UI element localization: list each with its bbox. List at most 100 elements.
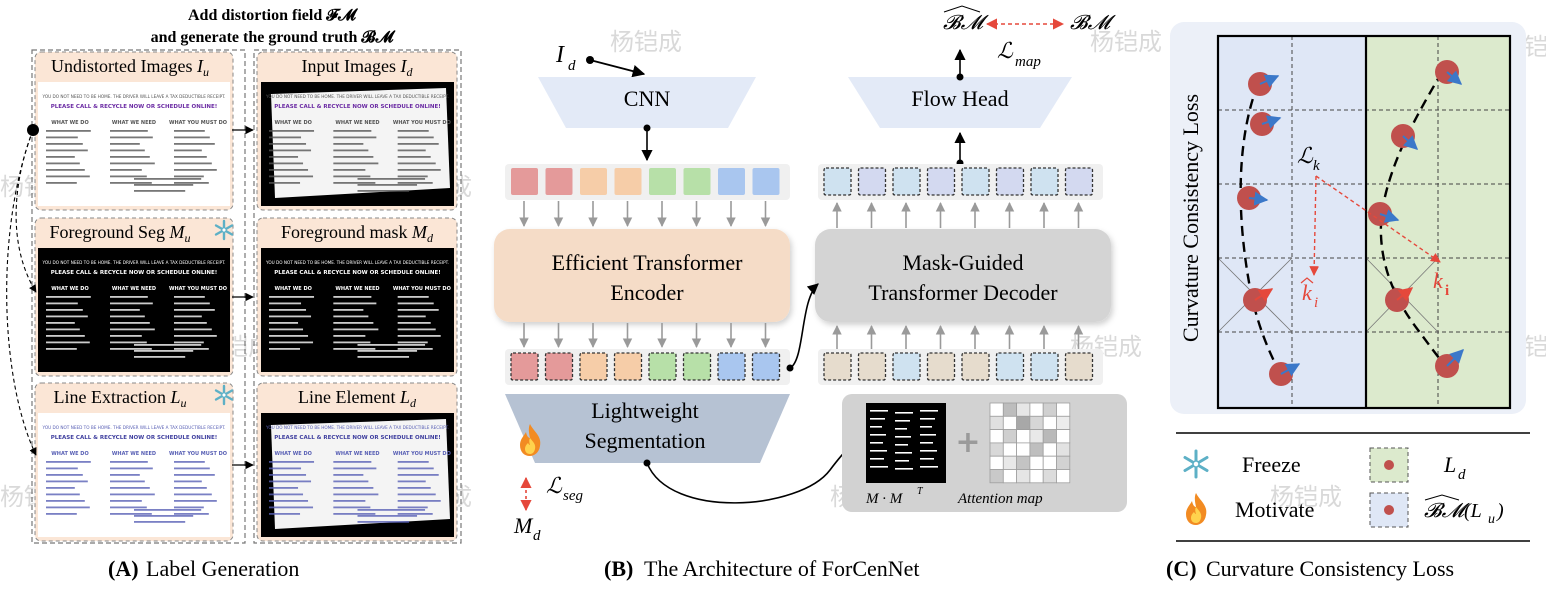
doc-text-line: [397, 461, 429, 463]
attention-cell: [1056, 402, 1071, 417]
doc-text-line: [110, 487, 150, 489]
doc-text-line: [333, 506, 371, 509]
doc-column-heading: WHAT WE DO: [274, 120, 311, 126]
doc-footer-line: [357, 515, 418, 517]
doc-text-line: [174, 162, 212, 165]
arrow-to-line: [6, 129, 37, 456]
doc-text-line: [269, 513, 301, 515]
attention-cell: [1029, 455, 1044, 470]
doc-footer-line: [134, 190, 186, 192]
legend-bm-text: 𝓑𝓜: [1424, 500, 1471, 522]
bm-hat-label: 𝓑𝓜: [943, 12, 990, 34]
attention-cell: [1002, 415, 1017, 430]
mask-text-line: [895, 412, 913, 414]
grid-outer-frame: [1216, 34, 1512, 410]
flame-icon: [1186, 493, 1207, 525]
doc-text-line: [174, 149, 202, 152]
attention-cell: [1042, 402, 1057, 417]
doc-text-line: [269, 296, 315, 298]
k-symbol: k: [1433, 268, 1444, 293]
input-id-var: I: [555, 42, 565, 68]
doc-footer-line: [134, 344, 202, 346]
doc-text-line: [333, 309, 364, 311]
doc-text-line: [397, 493, 436, 496]
md-sub: d: [533, 528, 541, 544]
doc-text-line: [46, 493, 80, 496]
attention-cell: [1016, 415, 1031, 430]
doc-text-line: [269, 136, 302, 139]
doc-text-line: [333, 513, 376, 515]
tangent-arrow-blue: [1261, 115, 1282, 129]
doc-text-line: [174, 130, 205, 132]
attention-cell: [1056, 469, 1071, 484]
mask-text-line: [895, 452, 912, 454]
doc-footer-line: [357, 190, 410, 192]
token: [545, 168, 573, 195]
watermark: 杨铠成: [1270, 483, 1342, 511]
doc-column-heading: WHAT YOU MUST DO: [393, 286, 451, 292]
doc-text-line: [269, 348, 301, 350]
k-hat-mark: [1300, 277, 1314, 284]
right-column-frame: [253, 49, 462, 544]
doc-text-line: [333, 348, 376, 350]
doc-text-line: [110, 328, 155, 331]
token: [1030, 167, 1059, 196]
token: [614, 168, 642, 195]
mask-text-line: [920, 418, 935, 420]
doc-text-line: [397, 136, 434, 139]
token: [857, 352, 887, 381]
doc-text-line: [174, 500, 217, 502]
mask-text-line: [870, 466, 888, 468]
k-hat-sub: i: [1314, 295, 1318, 311]
snowflake-icon: [214, 384, 234, 406]
legend-ld-sub: d: [1458, 467, 1466, 483]
doc-text-line: [269, 156, 299, 158]
attention-cell: [1056, 455, 1071, 470]
doc-text-line: [397, 309, 439, 311]
doc-text-line: [46, 341, 90, 344]
doc-footer-line: [357, 344, 426, 346]
doc-text-line: [333, 315, 369, 318]
doc-text-line: [110, 175, 147, 178]
doc-banner: PLEASE CALL & RECYCLE NOW OR SCHEDULE ON…: [274, 270, 441, 276]
doc-text-line: [110, 493, 155, 496]
token: [823, 352, 852, 381]
seg-line2: Segmentation: [585, 428, 706, 453]
tangent-arrow-blue: [1379, 209, 1400, 223]
flow-head-label: Flow Head: [911, 86, 1008, 111]
doc-text-line: [174, 341, 204, 344]
doc-column-heading: WHAT WE NEED: [335, 286, 379, 292]
mask-text-line: [920, 466, 938, 468]
legend-ld-var: L: [1443, 452, 1456, 477]
doc-text-line: [269, 143, 307, 145]
doc-text-line: [397, 322, 431, 324]
legend-hat-mark: [1424, 494, 1460, 501]
seg-line1: Lightweight: [591, 398, 699, 423]
attention-cell: [1029, 429, 1044, 444]
doc-banner: PLEASE CALL & RECYCLE NOW OR SCHEDULE ON…: [274, 435, 441, 441]
doc-text-line: [269, 328, 304, 331]
doc-text-line: [110, 506, 147, 509]
doc-text-line: [110, 480, 145, 483]
doc-text-line: [333, 487, 374, 489]
caption-a-letter: (A): [108, 556, 139, 581]
doc-footer-line: [134, 515, 194, 517]
doc-text-line: [110, 348, 152, 350]
attention-cell: [1056, 415, 1071, 430]
attention-cell: [1016, 455, 1031, 470]
caption-a-text: Label Generation: [146, 556, 299, 581]
hat-mark: [943, 5, 981, 13]
card-title: Line Element Ld: [298, 387, 417, 410]
encoder-block: [494, 229, 790, 322]
mask-text-line: [895, 444, 908, 446]
attention-cell: [989, 442, 1004, 457]
tangent-arrow-blue: [1280, 363, 1301, 377]
doc-text-line: [333, 480, 369, 483]
doc-heading: YOU DO NOT NEED TO BE HOME. THE DRIVER W…: [42, 260, 226, 265]
doc-column-heading: WHAT WE DO: [51, 451, 88, 457]
panel-a-header-line1: Add distortion field 𝓕𝓜: [188, 7, 358, 24]
doc-text-line: [333, 328, 379, 331]
tangent-arrow-blue: [1248, 191, 1269, 206]
